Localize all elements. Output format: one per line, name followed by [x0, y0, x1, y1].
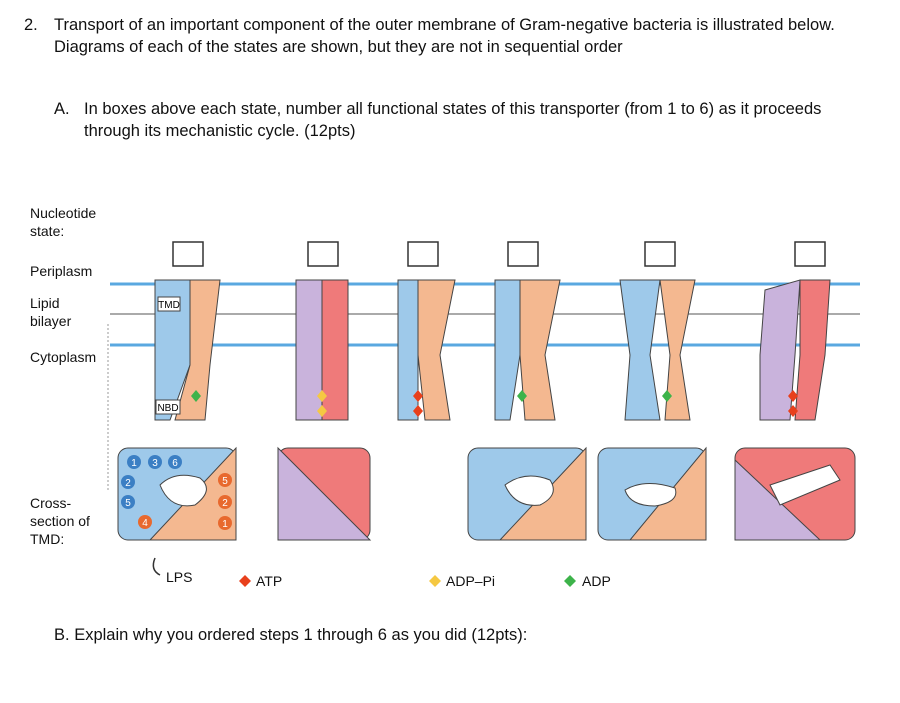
- cs-num: 5: [222, 476, 228, 487]
- part-b-text: Explain why you ordered steps 1 through …: [74, 626, 528, 644]
- legend-adp: ADP: [582, 573, 611, 589]
- state-panel: [494, 241, 561, 421]
- adp-diamond: [662, 390, 672, 402]
- cross-section: [734, 447, 856, 541]
- adp-diamond: [191, 390, 201, 402]
- transporter-figure: Nucleotide state: Periplasm Lipid bilaye…: [0, 190, 900, 610]
- state-panel: [397, 241, 456, 421]
- answer-box: [407, 241, 439, 267]
- cs-num: 6: [172, 458, 178, 469]
- atp-diamond: [788, 405, 798, 417]
- part-b-label: B.: [54, 626, 70, 644]
- cs-num: 1: [131, 458, 137, 469]
- legend-adp-pi: ADP–Pi: [446, 573, 495, 589]
- adp-pi-diamond: [317, 405, 327, 417]
- cross-section: [467, 446, 587, 541]
- atp-diamond: [788, 390, 798, 402]
- legend-atp: ATP: [256, 573, 282, 589]
- label-nucleotide-state: Nucleotide state:: [30, 205, 97, 239]
- part-a-label: A.: [54, 100, 70, 118]
- adp-diamond: [517, 390, 527, 402]
- atp-diamond: [413, 405, 423, 417]
- cs-num: 4: [142, 518, 148, 529]
- answer-box: [794, 241, 826, 267]
- question-stem: Transport of an important component of t…: [54, 16, 835, 56]
- label-cross-section: Cross-section of TMD:: [30, 495, 90, 547]
- answer-box: [644, 241, 676, 267]
- state-panel: [619, 241, 696, 421]
- cs-num: 2: [125, 478, 131, 489]
- lps-arrow: [152, 557, 161, 576]
- legend-adp-pi-diamond: [429, 575, 441, 587]
- label-lipid-bilayer: Lipid bilayer: [30, 295, 72, 329]
- state-panel: TMD NBD: [154, 241, 221, 421]
- cross-section: [597, 446, 707, 541]
- answer-box: [307, 241, 339, 267]
- label-cytoplasm: Cytoplasm: [30, 349, 97, 365]
- part-a-text: In boxes above each state, number all fu…: [84, 100, 822, 140]
- cs-num: 3: [152, 458, 158, 469]
- part-b: B. Explain why you ordered steps 1 throu…: [54, 626, 527, 645]
- answer-box: [172, 241, 204, 267]
- cs-num: 1: [222, 519, 228, 530]
- question-number: 2.: [24, 16, 38, 34]
- state-panel: [295, 241, 349, 421]
- legend-atp-diamond: [239, 575, 251, 587]
- adp-pi-diamond: [317, 390, 327, 402]
- legend-adp-diamond: [564, 575, 576, 587]
- label-periplasm: Periplasm: [30, 263, 93, 279]
- atp-diamond: [413, 390, 423, 402]
- cs-num: 2: [222, 498, 228, 509]
- cs-num: 5: [125, 498, 131, 509]
- tmd-label: TMD: [158, 300, 180, 311]
- answer-box: [507, 241, 539, 267]
- state-panel: [759, 241, 831, 421]
- nbd-label: NBD: [157, 403, 178, 414]
- figure-drawing: TMD NBD: [107, 241, 860, 589]
- legend-lps: LPS: [166, 569, 192, 585]
- cross-section: [277, 446, 372, 541]
